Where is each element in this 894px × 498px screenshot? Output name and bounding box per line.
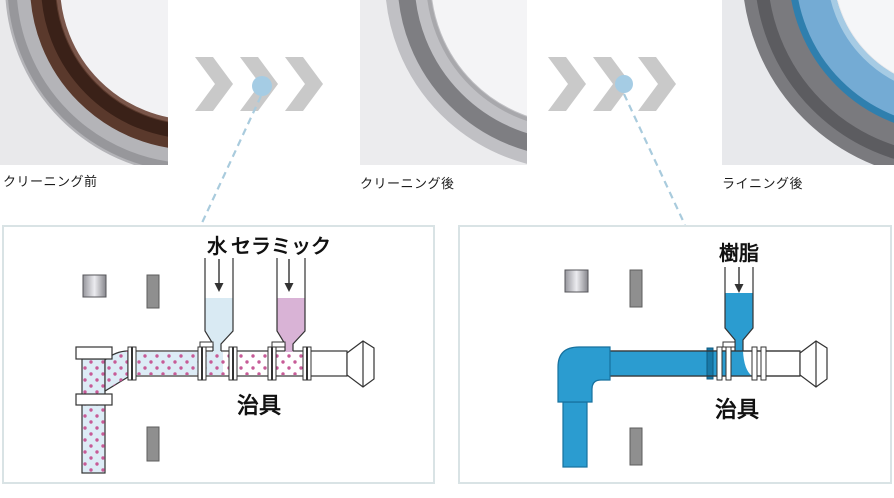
connector-dashed-line-right [623,93,686,226]
chevron-arrows-step2-icon [548,57,676,111]
jig-label-left: 治具 [237,393,281,418]
elbow-fitting [557,346,611,403]
water-funnel-valve-tab [199,341,214,348]
jig-label-right: 治具 [715,397,759,422]
connector-dashed-line-left [200,95,262,226]
resin-label: 樹脂 [719,241,759,265]
step-dot-left-icon [252,76,272,96]
wall-section-gray-top-icon [629,269,643,308]
wall-section-gray-top-icon [146,274,160,309]
ceramic-label: セラミック [231,235,331,258]
vertical-resin-pipe [562,401,588,468]
lined-pipe-cross-section-image [722,0,894,165]
bell-mouth-outlet-icon [799,340,828,388]
cleaning-diagram: 水 セラミック 治具 [75,235,375,474]
wall-section-metal-icon [82,274,107,298]
step-dot-right-icon [615,75,633,93]
pipe-end-edge [706,347,714,380]
wall-section-metal-icon [564,269,589,293]
lining-diagram: 樹脂 治具 [557,241,828,468]
ceramic-feed-arrowhead-icon [284,283,294,292]
water-feed-arrowhead-icon [214,283,224,292]
pipe-flanges [716,346,767,381]
bell-mouth-outlet-icon [346,340,375,388]
photo-after-cleaning [360,0,527,165]
resin-funnel-valve-tab [722,341,736,348]
pipe-top-flange [75,346,113,360]
wall-section-gray-bottom-icon [629,427,643,466]
caption-after-cleaning: クリーニング後 [360,176,455,191]
chevron-arrows-step1-icon [195,57,323,111]
lining-diagram-panel: 樹脂 治具 [458,225,892,484]
clean-pipe-cross-section-image [360,0,527,165]
caption-after-lining: ライニング後 [722,176,804,191]
photo-after-lining [722,0,894,165]
wall-section-gray-bottom-icon [146,426,160,462]
cleaning-diagram-panel: 水 セラミック 治具 [2,225,435,484]
pipe-collar-flange [75,393,113,406]
vertical-pipe-with-abrasive [75,346,129,474]
ceramic-funnel-valve-tab [271,341,286,348]
corroded-pipe-cross-section-image [0,0,168,165]
caption-before-cleaning: クリーニング前 [3,174,98,189]
water-label: 水 [207,235,228,258]
resin-feed-arrowhead-icon [734,284,744,293]
photo-before-cleaning [0,0,168,165]
pipe-flanges [127,346,312,381]
